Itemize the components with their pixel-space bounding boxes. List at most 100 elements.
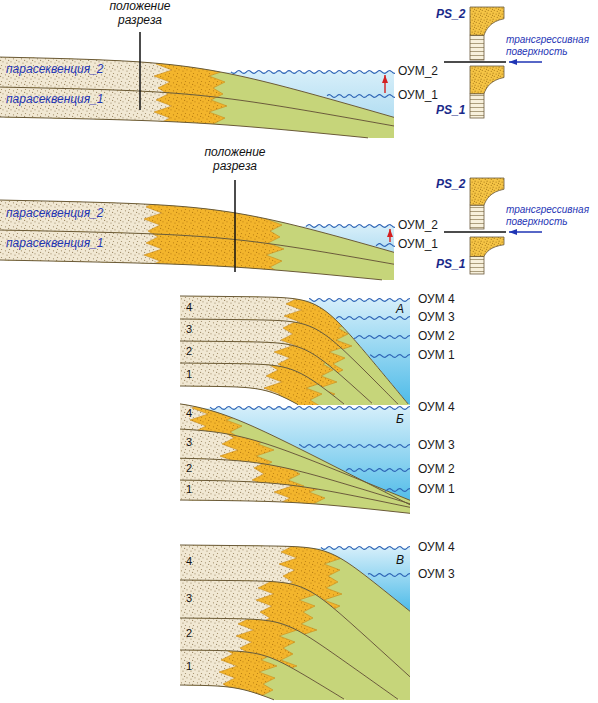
sand-interval xyxy=(470,178,504,205)
sand-interval xyxy=(470,7,504,35)
parasequence-label: парасеквенция_1 xyxy=(6,93,104,107)
sea-level-line xyxy=(231,71,395,74)
sea-level-label: ОУМ_2 xyxy=(398,65,438,79)
layer-number: 2 xyxy=(186,345,192,358)
section-position-label: положение разреза xyxy=(100,0,180,28)
bounding-surface xyxy=(180,650,344,699)
bounding-surface xyxy=(180,319,398,404)
sediment-band xyxy=(178,384,410,530)
coastal-sand-facies xyxy=(178,528,237,703)
facies-column xyxy=(470,178,504,229)
pointer-arrow xyxy=(509,61,542,62)
shoreface-facies xyxy=(0,40,227,148)
cross-section xyxy=(178,280,410,415)
panel-letter: А xyxy=(396,303,404,317)
sea-level-label: ОУМ 4 xyxy=(418,293,455,307)
shoreface-facies xyxy=(178,280,337,415)
bounding-surface xyxy=(180,685,274,700)
sea-level-label: ОУМ 2 xyxy=(418,330,455,344)
sea-level-line xyxy=(299,445,410,448)
sediment-band xyxy=(0,183,395,290)
bounding-surface xyxy=(180,386,298,405)
shale-facies xyxy=(0,183,395,290)
sediment-band xyxy=(0,183,395,290)
coastal-sand-facies xyxy=(0,40,172,148)
cross-section xyxy=(0,32,395,148)
shale-interval xyxy=(470,205,484,229)
sediment-band xyxy=(178,384,410,530)
layer-number: 3 xyxy=(186,592,192,605)
sediment-band xyxy=(178,528,410,703)
surface-label: трансгрессивная поверхность xyxy=(506,34,596,58)
shoreface-facies xyxy=(0,183,284,290)
bounding-surface xyxy=(0,200,394,252)
layer-number: 1 xyxy=(186,483,192,496)
sea-level-line xyxy=(346,469,410,472)
sea-level-label: ОУМ 4 xyxy=(418,541,455,555)
bounding-surface xyxy=(180,580,410,677)
sea-level-line xyxy=(309,299,410,302)
coastal-sand-facies xyxy=(178,384,292,530)
bounding-surface xyxy=(0,57,394,117)
sea-level-label: ОУМ 1 xyxy=(418,483,455,497)
bounding-surface xyxy=(180,500,410,513)
shale-interval xyxy=(470,256,484,274)
bounding-surface xyxy=(0,87,394,126)
bounding-surface xyxy=(180,480,410,507)
sea-level-line xyxy=(370,355,410,358)
shoreface-facies xyxy=(178,384,304,530)
sediment-band xyxy=(178,280,410,415)
coastal-sand-facies xyxy=(178,280,282,415)
coastal-sand-facies xyxy=(178,280,292,415)
sea-level-label: ОУМ 2 xyxy=(418,463,455,477)
layer-number: 3 xyxy=(186,323,192,336)
sea-level-line xyxy=(368,574,410,577)
shoreface-facies xyxy=(178,528,277,703)
layer-number: 4 xyxy=(186,301,192,314)
coastal-sand-facies xyxy=(178,384,238,530)
shoreface-facies xyxy=(0,183,284,290)
panel-letter: Б xyxy=(396,413,404,427)
sediment-band xyxy=(0,40,395,148)
parasequence-code: PS_2 xyxy=(436,8,465,22)
facies-column xyxy=(470,237,504,274)
section-position-label: положение разреза xyxy=(195,146,275,174)
bounding-surface xyxy=(180,429,410,500)
sea-level-line xyxy=(321,547,410,550)
layer-number: 2 xyxy=(186,627,192,640)
shale-facies xyxy=(180,384,410,530)
coastal-sand-facies xyxy=(0,183,162,290)
shale-interval xyxy=(470,35,484,60)
sediment-band xyxy=(178,528,410,703)
sediment-band xyxy=(0,40,395,148)
sediment-band xyxy=(178,384,410,530)
sea-level-label: ОУМ_2 xyxy=(398,219,438,233)
sea-level-label: ОУМ 3 xyxy=(418,311,455,325)
sediment-band xyxy=(178,280,410,415)
section-line xyxy=(139,32,141,110)
surface-label: трансгрессивная поверхность xyxy=(506,204,596,228)
bounding-surface xyxy=(0,230,394,264)
sea-level-line xyxy=(385,489,410,492)
bounding-surface xyxy=(0,260,382,280)
sea-level-line xyxy=(327,95,395,98)
layer-number: 1 xyxy=(186,368,192,381)
sea-level-line xyxy=(376,244,395,247)
shale-facies xyxy=(180,384,410,530)
bounding-surface xyxy=(180,363,344,404)
sediment-band xyxy=(178,528,410,703)
transgressive-surface xyxy=(444,231,506,233)
shale-facies xyxy=(0,183,395,290)
sea-level-label: ОУМ 4 xyxy=(418,401,455,415)
shale-facies xyxy=(0,40,395,148)
bounding-surface xyxy=(180,545,410,611)
section-line xyxy=(234,180,236,272)
coastal-sand-facies xyxy=(0,183,162,290)
sediment-band xyxy=(178,384,410,530)
layer-number: 4 xyxy=(186,555,192,568)
pointer-arrow xyxy=(509,231,542,232)
shale-interval xyxy=(470,94,484,118)
layer-number: 2 xyxy=(186,462,192,475)
sea-level-rise-arrow xyxy=(384,75,385,93)
sea-level-rise-arrow xyxy=(389,229,390,242)
